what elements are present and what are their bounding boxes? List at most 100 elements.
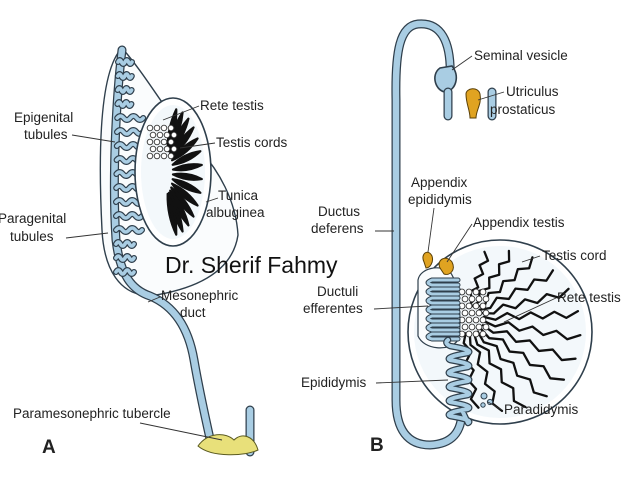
label-appendix-epididymis: Appendix [411,175,468,190]
label-mesonephric: Mesonephric [161,288,239,303]
rete-node [163,145,171,153]
testis-cord [478,269,555,311]
testis-cord [170,137,199,162]
panel-a-letter: A [42,437,56,458]
label-epigenital: Epigenital [14,110,73,125]
rete-node [160,124,168,132]
rete-node [170,145,178,153]
label-ductuli-efferentes: Ductuli [317,284,358,299]
rete-node [465,330,473,338]
testis-cord [170,182,199,207]
rete-node [465,288,473,296]
label-ductus-deferens-2: deferens [311,221,364,236]
rete-node [475,309,483,317]
rete-node [153,124,161,132]
rete-node [482,309,490,317]
testis-cord [482,309,580,321]
label-appendix-epididymis-2: epididymis [408,192,472,207]
rete-node [156,145,164,153]
rete-node [146,152,154,160]
rete-node [167,138,175,146]
label-utriculus: Utriculus [506,84,559,99]
watermark-author: Dr. Sherif Fahmy [165,252,338,278]
rete-node [461,309,469,317]
label-utriculus-2: prostaticus [490,102,556,117]
rete-node [475,323,483,331]
label-epididymis: Epididymis [301,375,367,390]
leaders-b [373,55,557,411]
label-tunica-2: albuginea [206,205,265,220]
label-testis-cord: Testis cord [542,248,607,263]
rete-node [479,302,487,310]
testis-cord [171,172,203,181]
ductuli-efferentes [425,277,461,342]
rete-node [170,131,178,139]
rete-node [479,330,487,338]
rete-node [461,323,469,331]
rete-node [482,295,490,303]
rete-testis-b [458,288,490,338]
seminal-vesicle [434,65,458,93]
rete-node [472,316,480,324]
testis-cord [480,287,570,315]
mesonephric-tubules [113,57,147,277]
rete-node [479,288,487,296]
panel-a: Epigenital tubules Paragenital tubules R… [0,45,288,458]
rete-node [153,138,161,146]
rete-node [479,316,487,324]
utriculus-prostaticus [465,88,481,119]
rete-node [146,124,154,132]
testis-cord [171,163,203,172]
paradidymis [480,392,494,408]
rete-node [167,124,175,132]
rete-node [167,152,175,160]
label-rete-testis-b: Rete testis [557,290,621,305]
testis-cord [481,324,577,362]
testis-a [134,97,212,247]
rete-node [146,138,154,146]
label-paragenital-2: tubules [10,229,54,244]
rete-node [156,131,164,139]
rete-node [163,131,171,139]
label-paramesonephric-tubercle: Paramesonephric tubercle [13,406,171,421]
label-ductuli-efferentes-2: efferentes [303,301,363,316]
rete-node [475,295,483,303]
label-seminal-vesicle: Seminal vesicle [474,48,568,63]
label-ductus-deferens: Ductus [318,204,360,219]
testis-cord [472,332,527,409]
rete-node [149,145,157,153]
rete-node [472,288,480,296]
label-mesonephric-2: duct [180,305,206,320]
label-tunica: Tunica [218,188,259,203]
testis-cord [479,327,566,381]
label-appendix-testis: Appendix testis [473,215,565,230]
paramesonephric-tubercle [197,434,259,456]
label-paragenital: Paragenital [0,211,66,226]
label-epigenital-2: tubules [24,127,68,142]
rete-node [465,316,473,324]
testis-cord [462,332,480,409]
rete-node [461,295,469,303]
label-paradidymis: Paradidymis [504,402,579,417]
leaders-a [65,105,223,441]
appendix-epididymis [422,251,433,269]
testis-cord [482,319,582,341]
testis-cord [476,330,548,398]
rete-node [160,152,168,160]
rete-node [468,295,476,303]
rete-node [472,330,480,338]
rete-node [160,138,168,146]
rete-node [149,131,157,139]
rete-node [468,309,476,317]
label-testis-cords: Testis cords [216,135,288,150]
testis-cord [468,332,504,413]
rete-node [468,323,476,331]
panel-b: Seminal vesicle Utriculus prostaticus Ap… [301,19,621,456]
rete-testis-a [146,124,178,160]
panel-b-letter: B [370,435,384,456]
rete-node [465,302,473,310]
appendix-testis [438,257,454,275]
label-rete-testis-a: Rete testis [200,98,264,113]
